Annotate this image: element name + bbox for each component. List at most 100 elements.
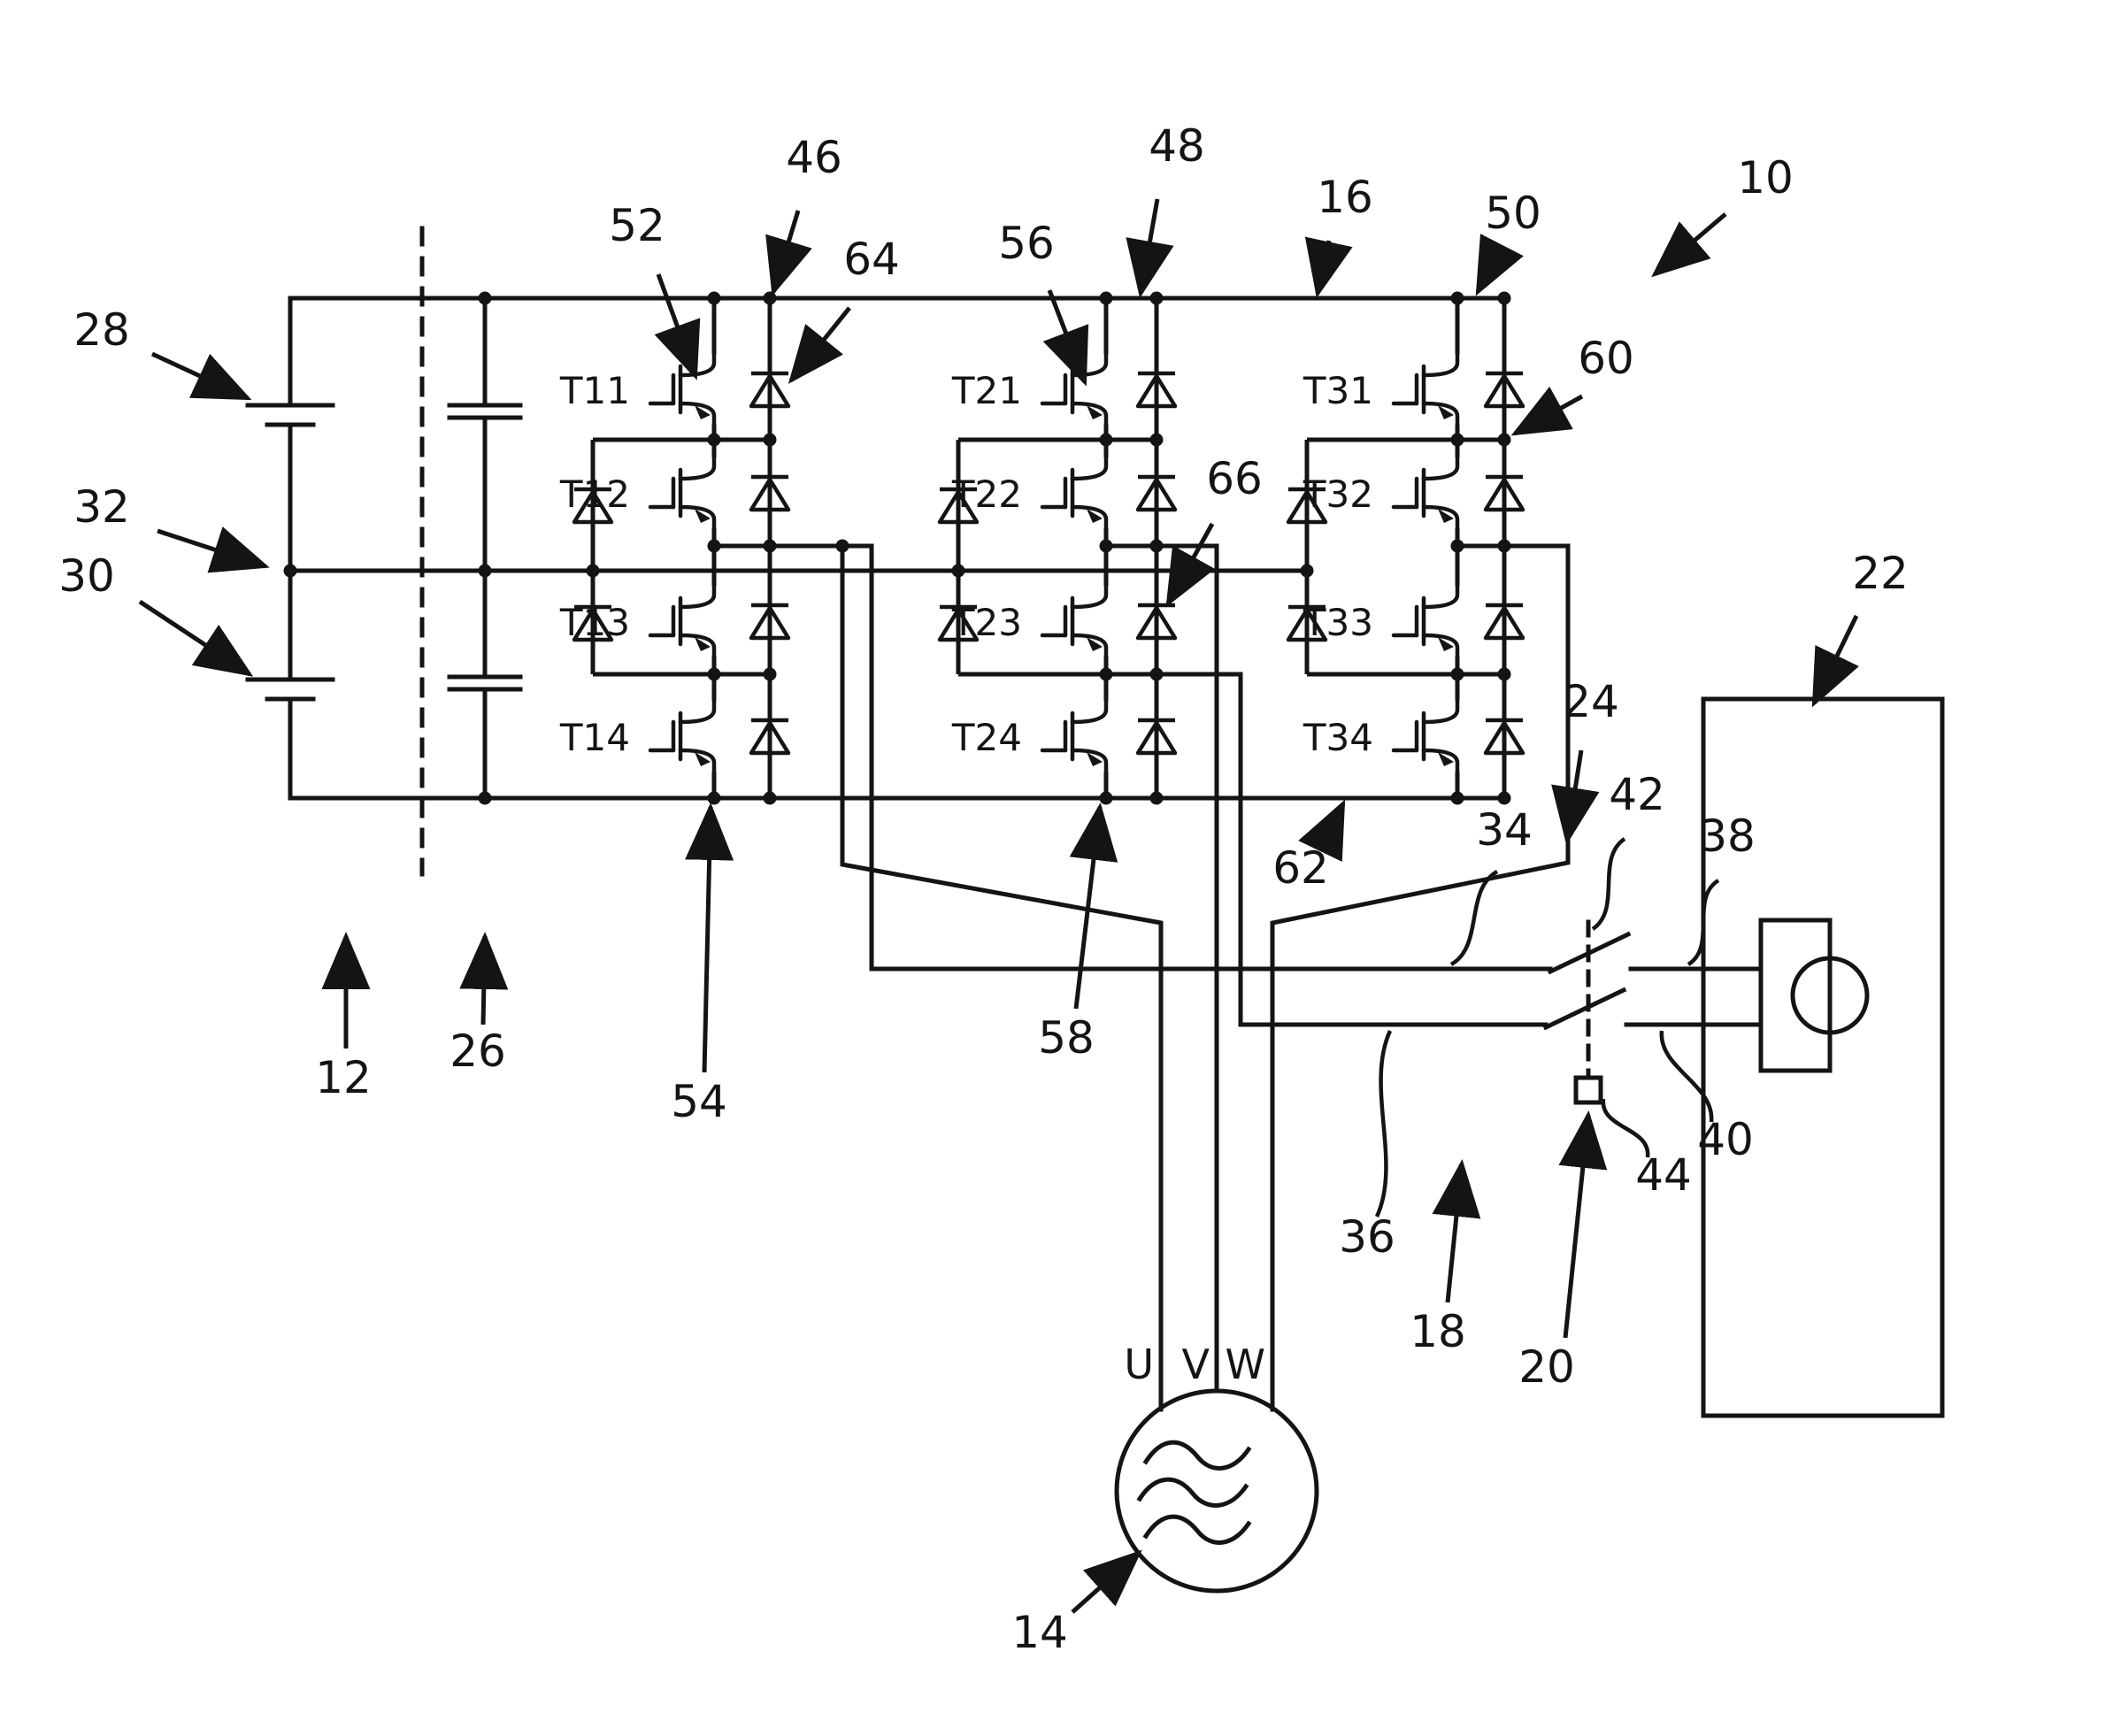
ref-label-26: 26 <box>450 1025 506 1077</box>
phase-u-conductor <box>840 543 1164 1412</box>
junction-dot <box>478 791 492 805</box>
igbt-T33 <box>1391 583 1460 659</box>
junction-dot <box>1450 539 1464 553</box>
junction-dot <box>1149 539 1164 553</box>
dc-link-capacitor-upper <box>447 403 523 420</box>
leader-arrow <box>1042 289 1089 387</box>
junction-dot <box>763 667 777 681</box>
emitter-arrow <box>695 405 711 419</box>
junction-dot <box>1497 291 1511 305</box>
junction-dot <box>283 564 297 578</box>
igbt-label-T24: T24 <box>951 716 1022 759</box>
igbt-label-T11: T11 <box>559 369 630 412</box>
junction-dot <box>707 433 721 447</box>
junction-dot <box>951 564 965 578</box>
junction-dot <box>1099 667 1113 681</box>
motor-circle-14 <box>1114 1388 1319 1594</box>
leader-arrow <box>1165 522 1216 608</box>
ref-label-22: 22 <box>1852 548 1909 599</box>
junction-dot <box>835 539 849 553</box>
ref-label-60: 60 <box>1578 333 1634 384</box>
junction-dot <box>707 667 721 681</box>
junction-dot <box>586 564 600 578</box>
junction-dot <box>1099 291 1113 305</box>
leader-arrow <box>1510 386 1584 436</box>
igbt-T14 <box>648 698 717 774</box>
freewheel-diode-leg1-row4 <box>749 718 791 756</box>
freewheel-diode-leg2-row2 <box>1135 474 1178 512</box>
charge-line-upper <box>869 543 1553 972</box>
dc-link-capacitor-lower <box>447 674 523 692</box>
junction-dot <box>1497 791 1511 805</box>
freewheel-diode-leg3-row2 <box>1483 474 1525 512</box>
junction-dot <box>478 564 492 578</box>
clamp-diode-leg1-2 <box>572 604 614 642</box>
igbt-T34 <box>1391 698 1460 774</box>
ref-label-12: 12 <box>315 1052 372 1103</box>
emitter-arrow <box>1438 405 1454 419</box>
ref-label-34: 34 <box>1476 804 1533 856</box>
ref-label-20: 20 <box>1518 1341 1575 1393</box>
emitter-arrow <box>695 637 711 651</box>
igbt-T22 <box>1040 455 1109 531</box>
leader-arrow <box>1071 1549 1142 1614</box>
igbt-T12 <box>648 455 717 531</box>
junction-dot <box>1099 433 1113 447</box>
leader-curve <box>1601 1098 1650 1158</box>
emitter-arrow <box>1438 637 1454 651</box>
leader-arrow <box>1126 198 1174 298</box>
leader-curve <box>1687 879 1720 966</box>
ref-label-30: 30 <box>58 550 115 602</box>
junction-dot <box>1149 291 1164 305</box>
emitter-arrow <box>1087 752 1103 766</box>
leader-arrow <box>1651 212 1727 278</box>
igbt-label-T14: T14 <box>559 716 630 759</box>
junction-dot <box>1450 433 1464 447</box>
leader-arrow <box>654 273 701 380</box>
ref-label-16: 16 <box>1317 172 1373 223</box>
igbt-T21 <box>1040 351 1109 427</box>
leader-arrow <box>788 306 851 384</box>
clamp-diode-leg3-1 <box>1286 487 1328 525</box>
emitter-arrow <box>1087 509 1103 523</box>
charge-source-circle <box>1790 956 1870 1035</box>
ref-label-42: 42 <box>1609 769 1665 820</box>
emitter-arrow <box>695 509 711 523</box>
ref-label-44: 44 <box>1635 1149 1692 1201</box>
phase-w-conductor-24 <box>1270 543 1571 1412</box>
junction-dot <box>1450 667 1464 681</box>
leader-curve <box>1591 837 1626 931</box>
junction-dot <box>707 791 721 805</box>
ref-label-54: 54 <box>671 1076 727 1127</box>
interlock-actuator-44 <box>1573 1075 1603 1105</box>
freewheel-diode-leg1-row1 <box>749 371 791 409</box>
leader-arrow <box>1475 234 1524 296</box>
igbt-T11 <box>648 351 717 427</box>
battery-28-symbol <box>245 403 335 427</box>
ref-label-56: 56 <box>998 218 1055 269</box>
junction-dot <box>1300 564 1314 578</box>
phase-label-V: V <box>1182 1340 1210 1388</box>
igbt-label-T21: T21 <box>951 369 1022 412</box>
charging-station-box-22 <box>1701 696 1945 1418</box>
junction-dot <box>1099 539 1113 553</box>
junction-dot <box>1497 667 1511 681</box>
freewheel-diode-leg2-row4 <box>1135 718 1178 756</box>
phase-label-W: W <box>1226 1340 1265 1388</box>
igbt-T23 <box>1040 583 1109 659</box>
igbt-label-T34: T34 <box>1303 716 1373 759</box>
clamp-diode-leg3-2 <box>1286 604 1328 642</box>
ref-label-48: 48 <box>1149 120 1205 172</box>
charge-line-lower <box>1238 672 1548 1027</box>
freewheel-diode-leg3-row3 <box>1483 603 1525 641</box>
motor-wave-3 <box>1142 1514 1252 1545</box>
leader-arrow <box>1304 236 1353 298</box>
junction-dot <box>763 291 777 305</box>
emitter-arrow <box>1087 637 1103 651</box>
leader-arrow <box>1432 1159 1481 1303</box>
clamp-diode-leg1-1 <box>572 487 614 525</box>
motor-wave-2 <box>1136 1477 1249 1508</box>
